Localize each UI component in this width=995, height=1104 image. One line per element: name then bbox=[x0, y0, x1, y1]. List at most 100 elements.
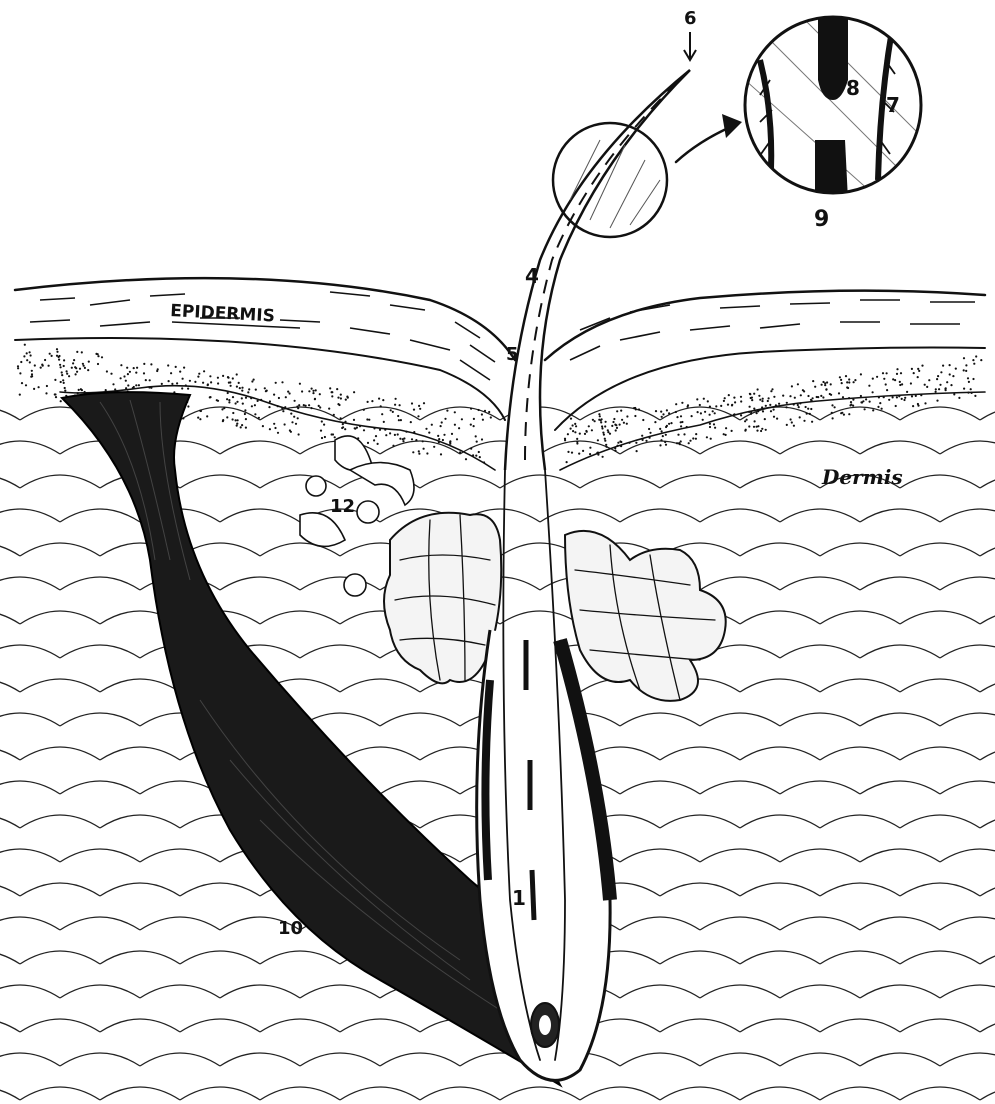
stipple-dot bbox=[321, 420, 323, 422]
stipple-dot bbox=[854, 379, 856, 381]
dermis-scale-arc bbox=[900, 747, 980, 760]
stipple-dot bbox=[706, 436, 708, 438]
dermis-scale-arc bbox=[580, 407, 660, 420]
stipple-dot bbox=[591, 429, 593, 431]
stipple-dot bbox=[917, 376, 919, 378]
dermis-scale-arc bbox=[940, 645, 995, 658]
stipple-dot bbox=[899, 381, 901, 383]
dermis-scale-arc bbox=[860, 577, 940, 590]
stipple-dot bbox=[702, 419, 704, 421]
stipple-dot bbox=[293, 416, 295, 418]
dermis-scale-arc bbox=[220, 509, 300, 522]
stipple-dot bbox=[446, 410, 448, 412]
stipple-dot bbox=[839, 376, 841, 378]
stipple-dot bbox=[594, 420, 596, 422]
dermis-scale-arc bbox=[60, 713, 140, 726]
stipple-dot bbox=[127, 384, 129, 386]
stipple-dot bbox=[377, 443, 379, 445]
dermis-scale-arc bbox=[860, 985, 940, 998]
stipple-dot bbox=[290, 431, 292, 433]
stipple-dot bbox=[342, 423, 344, 425]
stipple-dot bbox=[84, 391, 86, 393]
stipple-dot bbox=[318, 405, 320, 407]
stipple-dot bbox=[830, 383, 832, 385]
stipple-dot bbox=[33, 388, 35, 390]
stipple-dot bbox=[71, 367, 73, 369]
stipple-dot bbox=[575, 425, 577, 427]
stipple-dot bbox=[298, 433, 300, 435]
stipple-dot bbox=[61, 374, 63, 376]
stipple-dot bbox=[438, 438, 440, 440]
stipple-dot bbox=[150, 387, 152, 389]
stipple-dot bbox=[848, 381, 850, 383]
stipple-dot bbox=[206, 415, 208, 417]
stipple-dot bbox=[127, 373, 129, 375]
stipple-dot bbox=[17, 365, 19, 367]
dermis-scale-arc bbox=[180, 407, 260, 420]
stipple-dot bbox=[402, 438, 404, 440]
stipple-dot bbox=[156, 370, 158, 372]
stipple-dot bbox=[757, 410, 759, 412]
dermis-scale-arc bbox=[20, 679, 100, 692]
stipple-dot bbox=[850, 401, 852, 403]
stipple-dot bbox=[826, 381, 828, 383]
stipple-dot bbox=[661, 416, 663, 418]
stipple-dot bbox=[311, 388, 313, 390]
stipple-dot bbox=[338, 404, 340, 406]
dermis-scale-arc bbox=[500, 1087, 580, 1100]
stipple-dot bbox=[831, 412, 833, 414]
stipple-dot bbox=[110, 373, 112, 375]
stipple-dot bbox=[838, 392, 840, 394]
stipple-dot bbox=[620, 410, 622, 412]
dermis-scale-arc bbox=[660, 475, 740, 488]
stipple-dot bbox=[660, 411, 662, 413]
stipple-dot bbox=[849, 404, 851, 406]
stipple-dot bbox=[862, 400, 864, 402]
stipple-dot bbox=[245, 418, 247, 420]
stipple-dot bbox=[66, 370, 68, 372]
stipple-dot bbox=[843, 414, 845, 416]
stipple-dot bbox=[687, 406, 689, 408]
stipple-dot bbox=[470, 448, 472, 450]
dermis-scale-arc bbox=[620, 509, 700, 522]
stipple-dot bbox=[331, 391, 333, 393]
stipple-dot bbox=[621, 419, 623, 421]
stipple-dot bbox=[740, 396, 742, 398]
stipple-dot bbox=[475, 455, 477, 457]
stipple-dot bbox=[900, 372, 902, 374]
stipple-dot bbox=[297, 407, 299, 409]
stipple-dot bbox=[812, 397, 814, 399]
stipple-dot bbox=[185, 384, 187, 386]
stipple-dot bbox=[244, 413, 246, 415]
stipple-dot bbox=[254, 413, 256, 415]
stipple-dot bbox=[731, 430, 733, 432]
dermis-scale-arc bbox=[580, 1087, 660, 1100]
stipple-dot bbox=[848, 413, 850, 415]
stipple-dot bbox=[419, 408, 421, 410]
stipple-dot bbox=[281, 407, 283, 409]
stipple-dot bbox=[236, 401, 238, 403]
stipple-dot bbox=[642, 439, 644, 441]
stipple-dot bbox=[869, 401, 871, 403]
dermis-scale-arc bbox=[900, 407, 980, 420]
stipple-dot bbox=[963, 357, 965, 359]
stipple-dot bbox=[865, 398, 867, 400]
stipple-dot bbox=[253, 379, 255, 381]
stipple-dot bbox=[295, 423, 297, 425]
stipple-dot bbox=[64, 387, 66, 389]
stipple-dot bbox=[226, 416, 228, 418]
stipple-dot bbox=[798, 406, 800, 408]
dermis-scale-arc bbox=[980, 883, 995, 896]
dermis-scale-arc bbox=[940, 577, 995, 590]
stipple-dot bbox=[344, 428, 346, 430]
dermis-scale-arc bbox=[860, 645, 940, 658]
stipple-dot bbox=[805, 406, 807, 408]
dermis-scale-arc bbox=[0, 917, 60, 930]
stipple-dot bbox=[17, 367, 19, 369]
stipple-dot bbox=[567, 451, 569, 453]
stipple-dot bbox=[750, 413, 752, 415]
stipple-dot bbox=[972, 359, 974, 361]
stipple-dot bbox=[661, 430, 663, 432]
stipple-dot bbox=[235, 402, 237, 404]
stipple-dot bbox=[896, 396, 898, 398]
